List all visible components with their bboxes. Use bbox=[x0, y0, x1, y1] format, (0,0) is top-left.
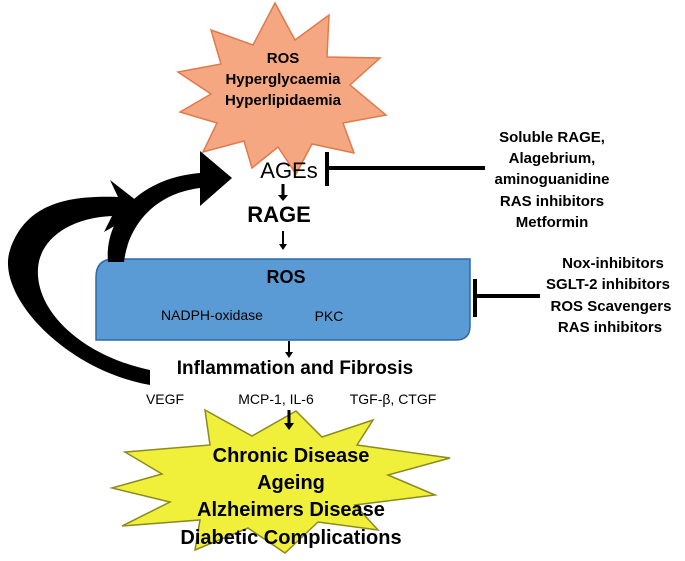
bottom-burst-shape bbox=[109, 408, 451, 554]
bottom-burst-line-2: Ageing bbox=[257, 472, 325, 494]
top-burst-line-2: Hyperglycaemia bbox=[225, 71, 341, 88]
ros-inhibitor-line-3: ROS Scavengers bbox=[551, 298, 672, 315]
top-burst-line-1: ROS bbox=[267, 50, 300, 67]
ros-inhibitor-line-2: SGLT-2 inhibitors bbox=[546, 276, 670, 293]
rage-to-ros-arrowhead bbox=[279, 244, 287, 250]
feedback-arrow-inner bbox=[107, 151, 232, 262]
ages-inhibitor-line-2: Alagebrium, bbox=[509, 150, 596, 167]
mediator-tgf-ctgf: TGF-β, CTGF bbox=[350, 391, 437, 407]
ros-box-pkc-label: PKC bbox=[315, 308, 344, 324]
top-burst-line-3: Hyperlipidaemia bbox=[225, 92, 342, 109]
ros-box-title: ROS bbox=[266, 267, 305, 287]
mediator-mcp1-il6: MCP-1, IL-6 bbox=[238, 391, 314, 407]
ros-box bbox=[95, 258, 471, 341]
bottom-burst-line-3: Alzheimers Disease bbox=[197, 499, 385, 521]
mediator-vegf: VEGF bbox=[146, 391, 184, 407]
ages-label: AGEs bbox=[260, 158, 317, 183]
ros-to-inflammation-arrowhead bbox=[285, 352, 293, 358]
feedback-arrow-outer bbox=[7, 180, 150, 385]
ros-box-nadph-label: NADPH-oxidase bbox=[161, 307, 263, 323]
inflammation-label: Inflammation and Fibrosis bbox=[177, 358, 413, 379]
ros-inhibitor-line-4: RAS inhibitors bbox=[558, 319, 662, 336]
ages-inhibitor-line-1: Soluble RAGE, bbox=[499, 129, 605, 146]
rage-label: RAGE bbox=[247, 202, 311, 227]
ages-inhibitor-line-4: RAS inhibitors bbox=[500, 193, 604, 210]
bottom-burst-line-1: Chronic Disease bbox=[213, 445, 370, 467]
top-burst-shape bbox=[176, 1, 388, 176]
ages-inhibitor-line-3: aminoguanidine bbox=[494, 171, 609, 188]
bottom-burst-line-4: Diabetic Complications bbox=[180, 527, 401, 549]
ros-inhibitor-line-1: Nox-inhibitors bbox=[562, 255, 664, 272]
ages-inhibitor-line-5: Metformin bbox=[516, 214, 589, 231]
ages-to-rage-arrowhead bbox=[278, 195, 288, 201]
inflammation-to-disease-arrowhead bbox=[284, 423, 294, 430]
